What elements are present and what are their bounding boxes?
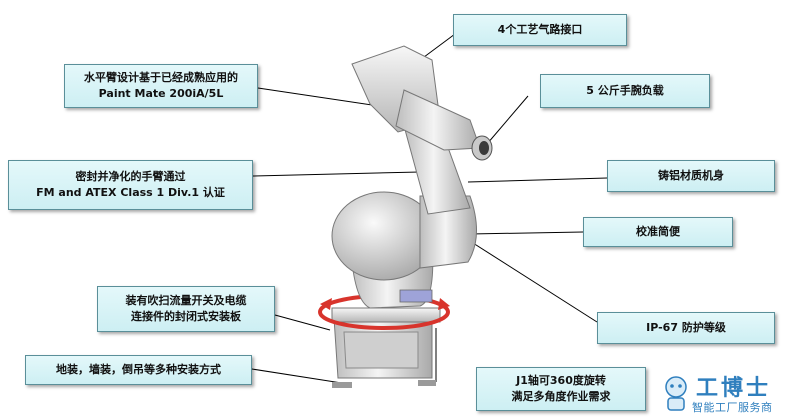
callout-text-line2: FM and ATEX Class 1 Div.1 认证 bbox=[36, 186, 225, 199]
watermark-title: 工博士 bbox=[696, 375, 772, 401]
leader-mount-plate bbox=[274, 314, 331, 331]
callout-j1-rotation: J1轴可360度旋转 满足多角度作业需求 bbox=[476, 367, 646, 411]
callout-cast-aluminum: 铸铝材质机身 bbox=[607, 160, 775, 192]
callout-mounting-options: 地装，墙装，倒吊等多种安装方式 bbox=[25, 355, 252, 385]
callout-pneumatic-ports: 4个工艺气路接口 bbox=[453, 14, 627, 46]
callout-wrist-payload: 5 公斤手腕负载 bbox=[540, 74, 710, 108]
leader-ip-rating bbox=[461, 235, 598, 323]
watermark-subtitle: 智能工厂服务商 bbox=[692, 401, 773, 414]
robot-mascot-icon bbox=[665, 376, 687, 411]
robot-wrist bbox=[471, 135, 493, 161]
callout-ip-rating: IP-67 防护等级 bbox=[597, 312, 775, 344]
callout-text-line1: 装有吹扫流量开关及电缆 bbox=[125, 294, 247, 307]
callout-text-line2: 满足多角度作业需求 bbox=[511, 390, 611, 403]
callout-text-line2: Paint Mate 200iA/5L bbox=[98, 87, 224, 100]
leader-easy-calibration bbox=[469, 231, 584, 235]
callout-text: IP-67 防护等级 bbox=[646, 321, 726, 334]
callout-easy-calibration: 校准简便 bbox=[583, 217, 733, 247]
leader-sealed-arm bbox=[252, 171, 421, 177]
callout-text-line2: 连接件的封闭式安装板 bbox=[131, 310, 241, 323]
robot-shoulder bbox=[331, 191, 478, 281]
callout-text: 地装，墙装，倒吊等多种安装方式 bbox=[56, 363, 221, 376]
callout-text-line1: J1轴可360度旋转 bbox=[516, 374, 606, 387]
callout-text: 铸铝材质机身 bbox=[658, 169, 724, 182]
callout-text: 4个工艺气路接口 bbox=[497, 23, 583, 36]
leader-mounting-options bbox=[251, 368, 349, 385]
robot-base bbox=[331, 307, 441, 388]
robot-forearm bbox=[351, 45, 481, 151]
callout-horizontal-arm: 水平臂设计基于已经成熟应用的 Paint Mate 200iA/5L bbox=[64, 64, 258, 108]
watermark-logo: 工博士 智能工厂服务商 bbox=[656, 368, 800, 418]
leader-lines bbox=[251, 33, 608, 385]
callout-mount-plate: 装有吹扫流量开关及电缆 连接件的封闭式安装板 bbox=[97, 286, 275, 332]
leader-cast-aluminum bbox=[467, 177, 608, 183]
leader-wrist-payload bbox=[486, 95, 529, 145]
callout-text: 校准简便 bbox=[636, 225, 680, 238]
callout-text-line1: 水平臂设计基于已经成熟应用的 bbox=[84, 71, 238, 84]
leader-horizontal-arm bbox=[257, 87, 393, 109]
callout-text: 5 公斤手腕负载 bbox=[586, 84, 664, 97]
callout-text-line1: 密封并净化的手臂通过 bbox=[75, 170, 186, 183]
callout-sealed-arm: 密封并净化的手臂通过 FM and ATEX Class 1 Div.1 认证 bbox=[8, 160, 253, 210]
